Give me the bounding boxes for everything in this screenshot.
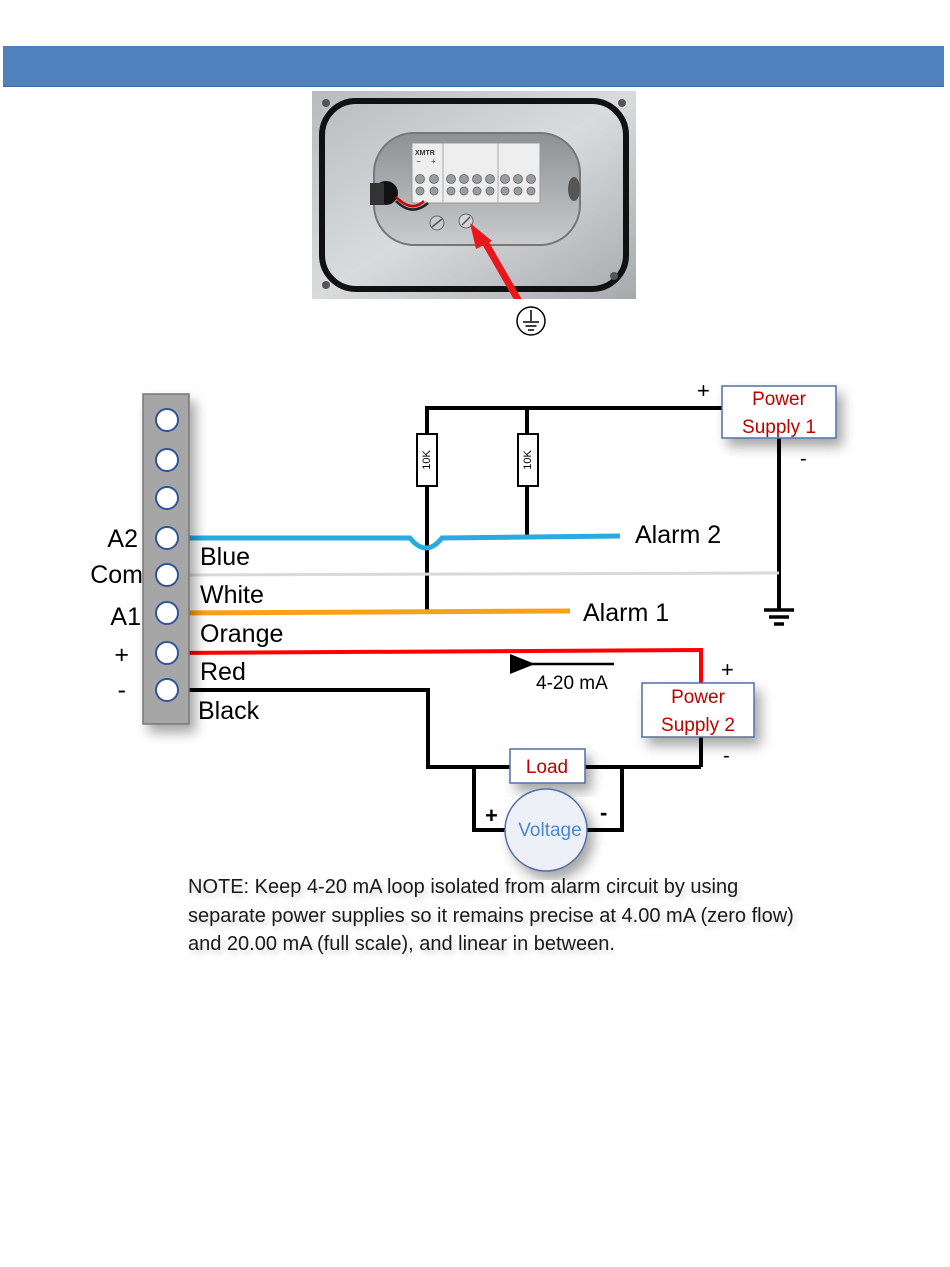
resistor-r1: 10K: [416, 433, 438, 487]
current-label: 4-20 mA: [536, 673, 608, 694]
power-supply-1-line2: Supply 1: [742, 417, 816, 438]
terminal-screw-6: [155, 601, 179, 625]
voltage-label: Voltage: [518, 820, 581, 841]
header-bar: [3, 46, 944, 87]
wire-label-red: Red: [200, 658, 246, 686]
resistor-downleads: [425, 486, 529, 612]
earth-ground-icon: [516, 306, 546, 336]
power-supply-1-line1: Power: [752, 389, 807, 410]
power-supply-2-minus: -: [723, 745, 730, 767]
alarm2-label: Alarm 2: [635, 521, 721, 549]
resistor-r1-label: 10K: [421, 450, 433, 470]
load-box: Load: [509, 748, 586, 784]
terminal-screw-4: [155, 526, 179, 550]
power-supply-2: Power Supply 2: [641, 682, 755, 738]
terminal-plus: +: [431, 157, 436, 166]
load-label: Load: [526, 757, 568, 778]
terminal-minus: −: [416, 157, 421, 166]
wiring-diagram: 10K 10K A2 Com A1 + - Blue W: [90, 378, 837, 872]
voltage-minus: -: [600, 800, 607, 825]
terminal-label-plus: +: [114, 641, 129, 669]
supply1-positive-bus: [425, 406, 722, 434]
alarm1-label: Alarm 1: [583, 599, 669, 627]
power-supply-2-line2: Supply 2: [661, 715, 735, 736]
terminal-screw-2: [155, 448, 179, 472]
voltage-plus: +: [485, 803, 498, 828]
power-supply-1-minus: -: [800, 448, 807, 470]
resistor-r2: 10K: [517, 433, 539, 487]
voltage-meter: Voltage: [504, 788, 588, 872]
terminal-block: [142, 393, 190, 725]
terminal-label-minus: -: [118, 676, 126, 704]
wire-label-blue: Blue: [200, 543, 250, 571]
wiring-note: NOTE: Keep 4-20 mA loop isolated from al…: [188, 876, 794, 955]
wire-black: [172, 688, 510, 769]
wire-blue: [172, 533, 621, 551]
load-loop: [472, 737, 703, 832]
wire-orange: [171, 608, 571, 616]
supply1-negative-lead: [764, 438, 794, 626]
terminal-label-com: Com: [90, 561, 143, 589]
wire-red: [171, 647, 703, 685]
gasket-ring: [319, 98, 629, 292]
resistor-r2-label: 10K: [522, 450, 534, 470]
terminal-screw-8: [155, 678, 179, 702]
terminal-screw-1: [155, 408, 179, 432]
terminal-screw-3: [155, 486, 179, 510]
terminal-label: XMTR: [415, 150, 435, 157]
terminal-screw-5: [155, 563, 179, 587]
power-supply-2-line1: Power: [671, 687, 726, 708]
wire-label-white: White: [200, 581, 264, 609]
terminal-label-a2: A2: [107, 525, 138, 553]
wire-white: [171, 571, 780, 577]
enclosure-photo: XMTR − +: [312, 91, 636, 299]
terminal-label-a1: A1: [110, 603, 141, 631]
wire-label-orange: Orange: [200, 620, 283, 648]
power-supply-1: Power Supply 1: [721, 385, 837, 439]
pointer-arrow: [478, 235, 522, 299]
wire-label-black: Black: [198, 697, 260, 725]
terminal-screw-7: [155, 641, 179, 665]
power-supply-1-plus: +: [697, 378, 710, 403]
power-supply-2-plus: +: [721, 657, 734, 682]
